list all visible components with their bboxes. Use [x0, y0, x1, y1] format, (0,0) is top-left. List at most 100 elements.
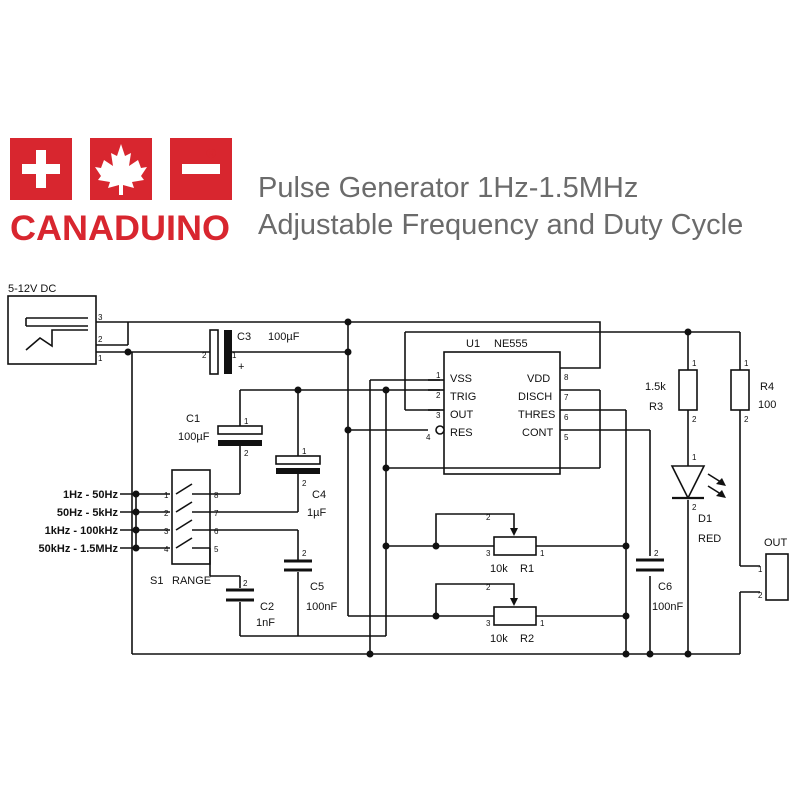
s1-pin-8: 8 — [214, 491, 219, 500]
r3-value: 1.5k — [645, 381, 666, 393]
r2-pin-1: 1 — [540, 619, 545, 628]
r3-pin-1: 1 — [692, 359, 697, 368]
r2-ref: R2 — [520, 633, 534, 645]
c4-pin-1: 1 — [302, 447, 307, 456]
d1-value: RED — [698, 533, 721, 545]
c3-plus: + — [238, 361, 244, 373]
switch-s1 — [171, 469, 211, 576]
u1-pin-7: 7 — [564, 393, 569, 402]
canaduino-logo: CANADUINO ® — [10, 138, 232, 248]
registered-mark: ® — [206, 145, 217, 161]
jack-pin-1: 1 — [98, 354, 103, 363]
power-label: 5-12V DC — [8, 283, 56, 295]
jack-pin-2: 2 — [98, 335, 103, 344]
u1-pin-res: RES — [450, 427, 473, 439]
u1-pin-2: 2 — [436, 391, 441, 400]
r1-pin-1: 1 — [540, 549, 545, 558]
title-block: Pulse Generator 1Hz-1.5MHz Adjustable Fr… — [258, 170, 743, 244]
d1-pin-1: 1 — [692, 453, 697, 462]
brand-name: CANADUINO — [10, 209, 230, 248]
s1-pin-2: 2 — [164, 509, 169, 518]
s1-ref: S1 — [150, 575, 163, 587]
r4-value: 100 — [758, 399, 776, 411]
r1-ref: R1 — [520, 563, 534, 575]
d1-pin-2: 2 — [692, 503, 697, 512]
r4-pin-2: 2 — [744, 415, 749, 424]
u1-part: NE555 — [494, 338, 528, 350]
r3-ref: R3 — [649, 401, 663, 413]
c1-pin-1: 1 — [244, 417, 249, 426]
capacitor-c2 — [226, 588, 254, 602]
u1-pin-6: 6 — [564, 413, 569, 422]
potentiometer-r2 — [493, 598, 537, 626]
c5-ref: C5 — [310, 581, 324, 593]
junctions — [124, 318, 692, 658]
r4-ref: R4 — [760, 381, 774, 393]
s1-label: RANGE — [172, 575, 211, 587]
ic-u1 — [428, 351, 561, 475]
out-pin-1: 1 — [758, 565, 763, 574]
title-line-2: Adjustable Frequency and Duty Cycle — [258, 209, 744, 241]
title-line-1: Pulse Generator 1Hz-1.5MHz — [258, 172, 639, 204]
c4-value: 1µF — [307, 507, 326, 519]
u1-pin-5: 5 — [564, 433, 569, 442]
c2-pin-2: 2 — [243, 579, 248, 588]
potentiometer-r1 — [493, 528, 537, 556]
c6-value: 100nF — [652, 601, 683, 613]
r1-pin-2: 2 — [486, 513, 491, 522]
range-label-2: 50Hz - 5kHz — [57, 507, 119, 519]
u1-pin-8: 8 — [564, 373, 569, 382]
c1-value: 100µF — [178, 431, 210, 443]
resistor-r3 — [678, 369, 698, 411]
s1-pin-4: 4 — [164, 545, 169, 554]
u1-ref: U1 — [466, 338, 480, 350]
s1-pin-5: 5 — [214, 545, 219, 554]
c3-value: 100µF — [268, 331, 300, 343]
capacitor-c4 — [275, 455, 321, 474]
s1-pin-6: 6 — [214, 527, 219, 536]
u1-pin-1: 1 — [436, 371, 441, 380]
power-jack — [7, 295, 97, 365]
c2-value: 1nF — [256, 617, 275, 629]
range-label-3: 1kHz - 100kHz — [45, 525, 119, 537]
c3-pin-2: 2 — [202, 351, 207, 360]
s1-pin-3: 3 — [164, 527, 169, 536]
c4-ref: C4 — [312, 489, 326, 501]
s1-pin-7: 7 — [214, 509, 219, 518]
r1-pin-3: 3 — [486, 549, 491, 558]
u1-pin-vss: VSS — [450, 373, 472, 385]
out-label: OUT — [764, 537, 788, 549]
u1-pin-thres: THRES — [518, 409, 555, 421]
capacitor-c3 — [209, 329, 232, 375]
r2-value: 10k — [490, 633, 508, 645]
r4-pin-1: 1 — [744, 359, 749, 368]
u1-pin-out: OUT — [450, 409, 474, 421]
r3-pin-2: 2 — [692, 415, 697, 424]
u1-pin-4: 4 — [426, 433, 431, 442]
c5-pin-2: 2 — [302, 549, 307, 558]
r2-pin-2: 2 — [486, 583, 491, 592]
capacitor-c6 — [636, 558, 664, 572]
r2-pin-3: 3 — [486, 619, 491, 628]
range-label-1: 1Hz - 50Hz — [63, 489, 119, 501]
c1-ref: C1 — [186, 413, 200, 425]
c6-ref: C6 — [658, 581, 672, 593]
c4-pin-2: 2 — [302, 479, 307, 488]
range-label-4: 50kHz - 1.5MHz — [39, 543, 119, 555]
d1-ref: D1 — [698, 513, 712, 525]
u1-pin-trig: TRIG — [450, 391, 476, 403]
led-d1 — [670, 465, 726, 500]
c5-value: 100nF — [306, 601, 337, 613]
c1-pin-2: 2 — [244, 449, 249, 458]
u1-pin-cont: CONT — [522, 427, 553, 439]
capacitor-c1 — [217, 425, 263, 446]
u1-pin-3: 3 — [436, 411, 441, 420]
output-connector — [765, 553, 789, 601]
resistor-r4 — [730, 369, 750, 411]
c2-ref: C2 — [260, 601, 274, 613]
c3-pin-1: 1 — [232, 351, 237, 360]
jack-pin-3: 3 — [98, 313, 103, 322]
s1-pin-1: 1 — [164, 491, 169, 500]
u1-pin-disch: DISCH — [518, 391, 552, 403]
